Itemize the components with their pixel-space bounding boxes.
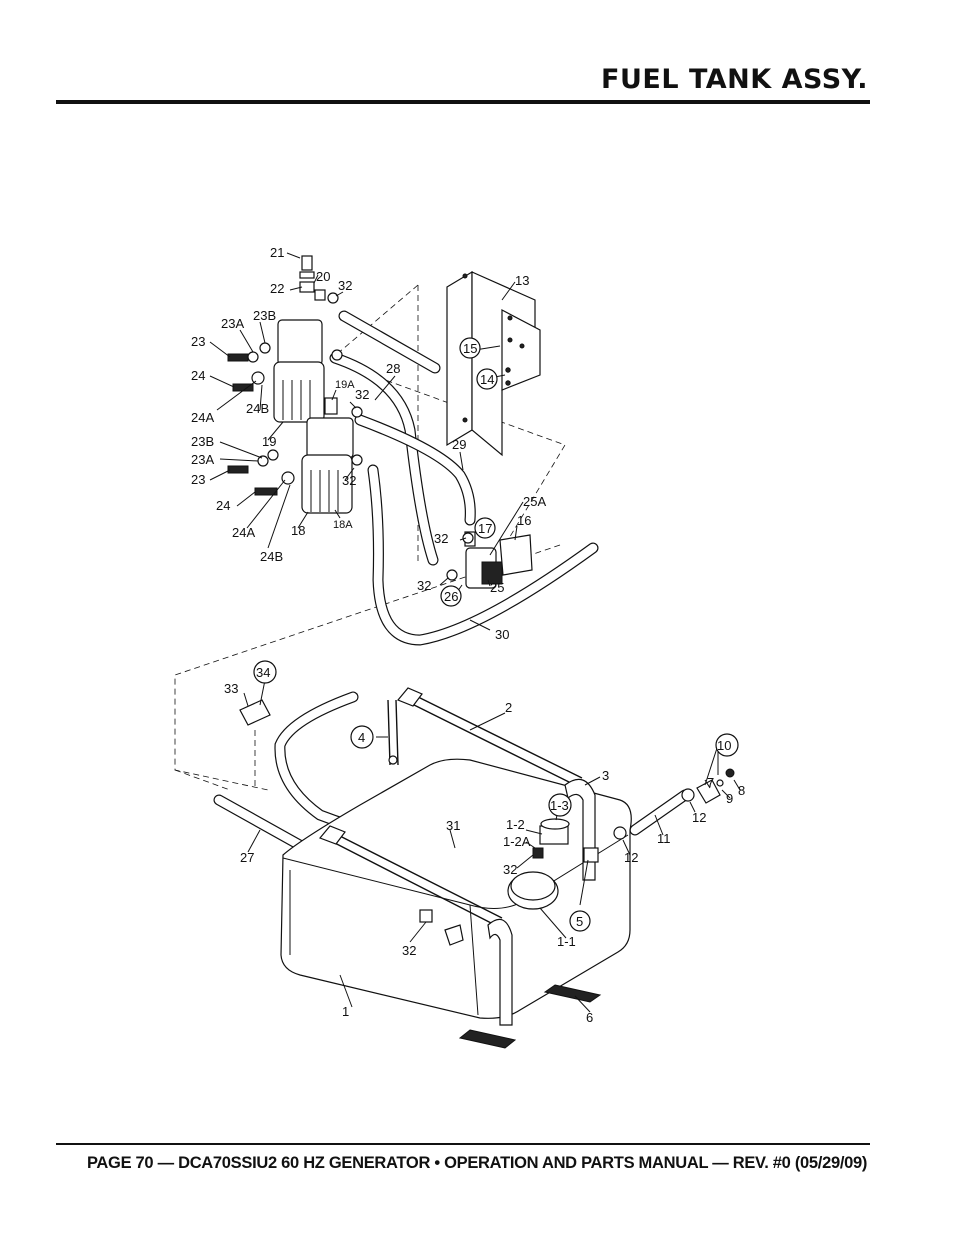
callout-1-2a: 1-2A <box>503 834 531 849</box>
callout-3: 3 <box>602 768 609 783</box>
callout-21: 21 <box>270 245 284 260</box>
callout-34: 34 <box>256 665 270 680</box>
callout-12: 12 <box>624 850 638 865</box>
callout-22: 22 <box>270 281 284 296</box>
callout-32: 32 <box>338 278 352 293</box>
callout-26: 26 <box>444 589 458 604</box>
footer-rule <box>56 1143 870 1145</box>
callout-33: 33 <box>224 681 238 696</box>
leader-lines <box>209 252 741 1013</box>
page-footer: PAGE 70 — DCA70SSIU2 60 HZ GENERATOR • O… <box>86 1154 868 1172</box>
callout-circles <box>253 337 739 932</box>
callout-15: 15 <box>463 341 477 356</box>
callout-7: 7 <box>707 775 714 790</box>
fuel-tank <box>280 687 632 1049</box>
callout-31: 31 <box>446 818 460 833</box>
callout-30: 30 <box>495 627 509 642</box>
page-title: FUEL TANK ASSY. <box>601 64 868 95</box>
fuel-pump <box>446 531 533 589</box>
callout-19: 19 <box>262 434 276 449</box>
callout-2: 2 <box>505 700 512 715</box>
callout-23: 23 <box>191 472 205 487</box>
callout-27: 27 <box>240 850 254 865</box>
callout-32: 32 <box>417 578 431 593</box>
callout-23a: 23A <box>221 316 244 331</box>
callout-24b: 24B <box>260 549 283 564</box>
callout-19a: 19A <box>335 379 355 391</box>
callout-labels: 21 20 22 32 23B 23A 23 24 24A 24B 19 19A… <box>191 245 745 1025</box>
header-rule <box>56 100 870 104</box>
callout-12: 12 <box>692 810 706 825</box>
callout-14: 14 <box>480 372 494 387</box>
callout-4: 4 <box>358 730 365 745</box>
mounting-bracket <box>446 270 541 457</box>
callout-5: 5 <box>576 914 583 929</box>
callout-32: 32 <box>434 531 448 546</box>
callout-25a: 25A <box>523 494 546 509</box>
callout-28: 28 <box>386 361 400 376</box>
callout-20: 20 <box>316 269 330 284</box>
callout-17: 17 <box>478 521 492 536</box>
drain-fittings <box>239 699 735 840</box>
callout-24a: 24A <box>191 410 214 425</box>
callout-1-2: 1-2 <box>506 817 525 832</box>
callout-23a: 23A <box>191 452 214 467</box>
callout-1-1: 1-1 <box>557 934 576 949</box>
callout-18: 18 <box>291 523 305 538</box>
callout-32: 32 <box>342 473 356 488</box>
callout-29: 29 <box>452 437 466 452</box>
callout-32: 32 <box>503 862 517 877</box>
callout-16: 16 <box>517 513 531 528</box>
callout-11: 11 <box>657 831 671 846</box>
callout-1-3: 1-3 <box>550 798 569 813</box>
callout-1: 1 <box>342 1004 349 1019</box>
callout-24b: 24B <box>246 401 269 416</box>
callout-32: 32 <box>355 387 369 402</box>
callout-23b: 23B <box>253 308 276 323</box>
callout-23b: 23B <box>191 434 214 449</box>
callout-13: 13 <box>515 273 529 288</box>
callout-23: 23 <box>191 334 205 349</box>
callout-6: 6 <box>586 1010 593 1025</box>
callout-25: 25 <box>490 580 504 595</box>
callout-24: 24 <box>191 368 205 383</box>
callout-9: 9 <box>726 791 733 806</box>
callout-32: 32 <box>402 943 416 958</box>
callout-18a: 18A <box>333 519 353 531</box>
callout-24: 24 <box>216 498 230 513</box>
callout-24a: 24A <box>232 525 255 540</box>
callout-8: 8 <box>738 783 745 798</box>
callout-10: 10 <box>717 738 731 753</box>
fuel-filters <box>227 255 363 514</box>
